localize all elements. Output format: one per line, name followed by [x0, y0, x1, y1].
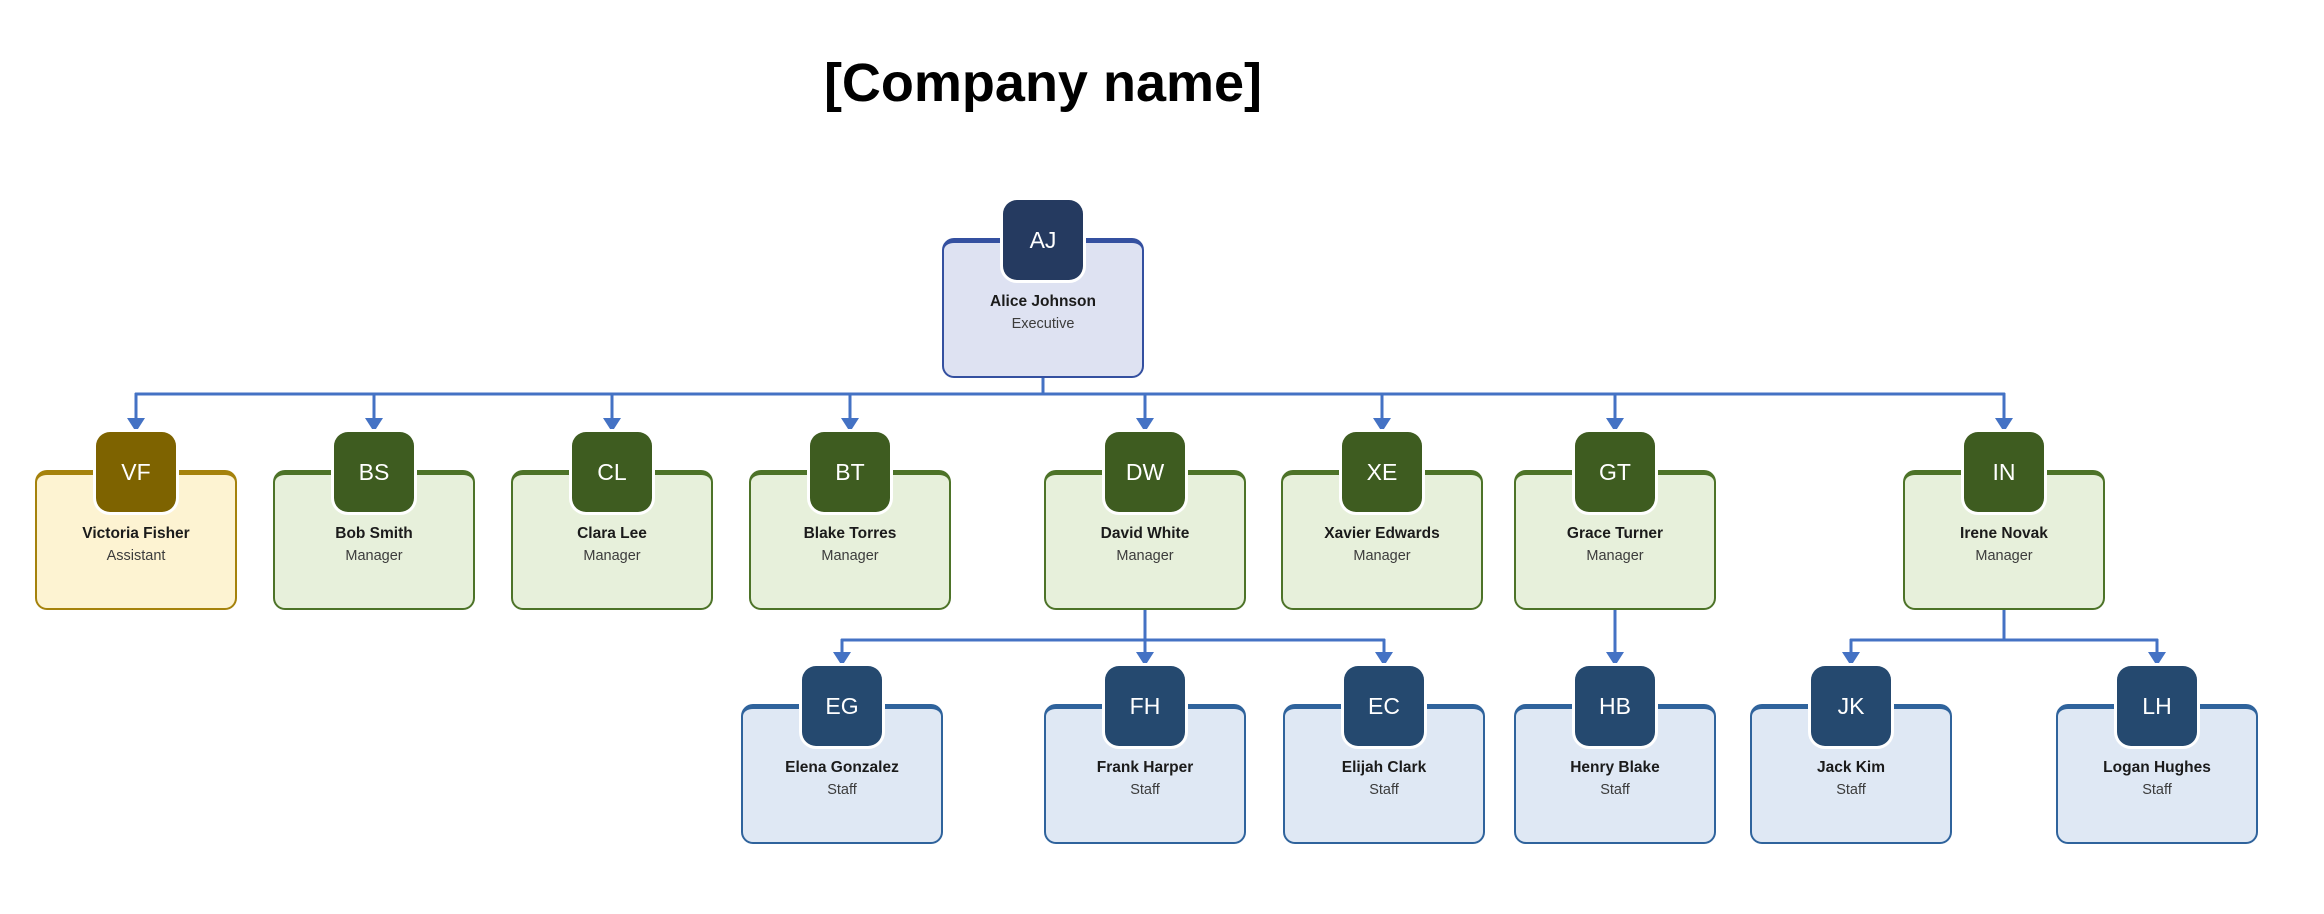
- avatar: CL: [572, 432, 652, 512]
- employee-name: Jack Kim: [1816, 759, 1886, 776]
- employee-name: Henry Blake: [1570, 759, 1660, 776]
- connector-arrowhead: [1842, 652, 1860, 666]
- avatar: FH: [1105, 666, 1185, 746]
- avatar-initials: CL: [597, 458, 627, 485]
- employee-name: Grace Turner: [1566, 525, 1664, 542]
- avatar-initials: BS: [358, 458, 390, 485]
- employee-name: Logan Hughes: [2103, 759, 2211, 776]
- employee-name: Blake Torres: [803, 525, 897, 542]
- org-node-ec[interactable]: EC Elijah Clark Staff: [1283, 666, 1485, 844]
- employee-name: Alice Johnson: [990, 293, 1096, 310]
- avatar: XE: [1342, 432, 1422, 512]
- employee-name: Bob Smith: [335, 525, 413, 542]
- avatar: HB: [1575, 666, 1655, 746]
- avatar: GT: [1575, 432, 1655, 512]
- org-node-in[interactable]: IN Irene Novak Manager: [1903, 432, 2105, 610]
- page-title: [Company name]: [823, 53, 1263, 113]
- avatar-initials: DW: [1125, 458, 1165, 485]
- employee-role: Staff: [1369, 782, 1399, 798]
- employee-name: Irene Novak: [1960, 525, 2048, 542]
- connector-arrowhead: [841, 418, 859, 432]
- employee-name: Clara Lee: [577, 525, 647, 542]
- org-node-cl[interactable]: CL Clara Lee Manager: [511, 432, 713, 610]
- avatar-initials: GT: [1599, 458, 1631, 485]
- org-node-lh[interactable]: LH Logan Hughes Staff: [2056, 666, 2258, 844]
- org-node-hb[interactable]: HB Henry Blake Staff: [1514, 666, 1716, 844]
- employee-role: Staff: [827, 782, 857, 798]
- avatar: BS: [334, 432, 414, 512]
- avatar-initials: FH: [1129, 692, 1161, 719]
- org-node-gt[interactable]: GT Grace Turner Manager: [1514, 432, 1716, 610]
- avatar: IN: [1964, 432, 2044, 512]
- employee-role: Manager: [1116, 548, 1174, 564]
- connector-arrowhead: [1995, 418, 2013, 432]
- avatar-initials: JK: [1837, 692, 1865, 719]
- employee-role: Manager: [1353, 548, 1411, 564]
- avatar: BT: [810, 432, 890, 512]
- org-node-bt[interactable]: BT Blake Torres Manager: [749, 432, 951, 610]
- avatar-initials: LH: [2142, 692, 2172, 719]
- org-node-xe[interactable]: XE Xavier Edwards Manager: [1281, 432, 1483, 610]
- avatar-initials: EC: [1368, 692, 1400, 719]
- avatar-initials: VF: [121, 458, 151, 485]
- employee-role: Manager: [345, 548, 403, 564]
- connector-arrowhead: [1136, 418, 1154, 432]
- connector-arrowhead: [603, 418, 621, 432]
- employee-role: Staff: [2142, 782, 2172, 798]
- employee-role: Staff: [1836, 782, 1866, 798]
- employee-role: Staff: [1600, 782, 1630, 798]
- employee-name: Xavier Edwards: [1324, 525, 1440, 542]
- avatar-initials: BT: [835, 458, 865, 485]
- connector-arrowhead: [1606, 652, 1624, 666]
- org-node-dw[interactable]: DW David White Manager: [1044, 432, 1246, 610]
- employee-role: Manager: [1975, 548, 2033, 564]
- avatar: DW: [1105, 432, 1185, 512]
- connector-arrowhead: [2148, 652, 2166, 666]
- employee-role: Manager: [1586, 548, 1644, 564]
- employee-name: David White: [1100, 525, 1190, 542]
- org-node-jk[interactable]: JK Jack Kim Staff: [1750, 666, 1952, 844]
- connector-arrowhead: [1136, 652, 1154, 666]
- employee-role: Executive: [1011, 316, 1075, 332]
- employee-role: Manager: [583, 548, 641, 564]
- org-node-bs[interactable]: BS Bob Smith Manager: [273, 432, 475, 610]
- org-node-fh[interactable]: FH Frank Harper Staff: [1044, 666, 1246, 844]
- avatar-initials: EG: [825, 692, 859, 719]
- avatar-initials: XE: [1366, 458, 1398, 485]
- connector-arrowhead: [127, 418, 145, 432]
- connector-arrowhead: [1606, 418, 1624, 432]
- avatar-initials: IN: [1992, 458, 2016, 485]
- connector-arrowhead: [1373, 418, 1391, 432]
- avatar: JK: [1811, 666, 1891, 746]
- connector-arrowhead: [1375, 652, 1393, 666]
- org-node-vf[interactable]: VF Victoria Fisher Assistant: [35, 432, 237, 610]
- connector-arrowhead: [833, 652, 851, 666]
- org-node-aj[interactable]: AJ Alice Johnson Executive: [942, 200, 1144, 378]
- org-node-eg[interactable]: EG Elena Gonzalez Staff: [741, 666, 943, 844]
- connector-arrowhead: [365, 418, 383, 432]
- avatar-initials: HB: [1599, 692, 1631, 719]
- avatar: VF: [96, 432, 176, 512]
- employee-role: Manager: [821, 548, 879, 564]
- employee-name: Elijah Clark: [1341, 759, 1427, 776]
- avatar: EG: [802, 666, 882, 746]
- avatar: AJ: [1003, 200, 1083, 280]
- avatar-initials: AJ: [1029, 226, 1057, 253]
- employee-name: Victoria Fisher: [82, 525, 190, 542]
- employee-name: Elena Gonzalez: [785, 759, 899, 776]
- avatar: EC: [1344, 666, 1424, 746]
- employee-name: Frank Harper: [1096, 759, 1194, 776]
- employee-role: Staff: [1130, 782, 1160, 798]
- avatar: LH: [2117, 666, 2197, 746]
- employee-role: Assistant: [106, 548, 166, 564]
